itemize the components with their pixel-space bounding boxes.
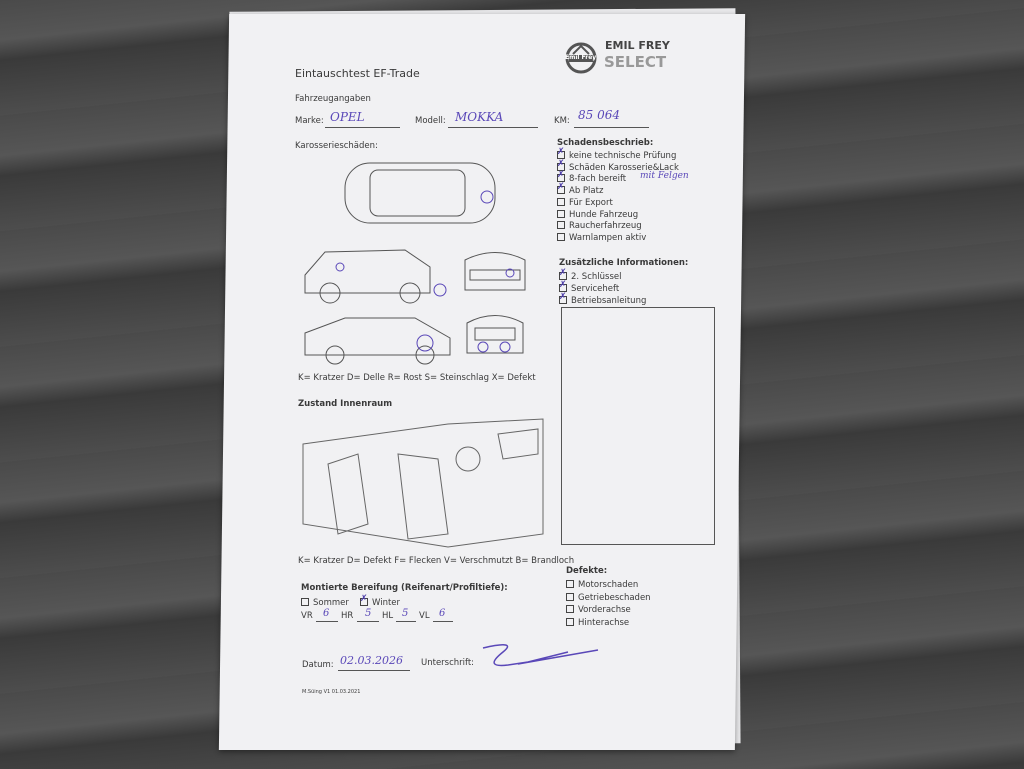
marke-value[interactable]: OPEL [330, 110, 365, 124]
schaden-item[interactable]: 8-fach bereift [557, 170, 627, 185]
schaden-label: Schäden Karosserie&Lack [569, 162, 679, 173]
fahrzeug-heading: Fahrzeugangaben [295, 94, 371, 104]
innenraum-legend: K= Kratzer D= Defekt F= Flecken V= Versc… [298, 556, 575, 566]
schaden-item[interactable]: Ab Platz [557, 182, 604, 197]
form-title: Eintauschtest EF-Trade [295, 67, 420, 80]
car-body-diagram [304, 162, 526, 365]
km-line [574, 127, 649, 128]
marke-label: Marke: [295, 116, 324, 126]
schaden-item[interactable]: Warnlampen aktiv [557, 232, 647, 244]
schaden-label: Ab Platz [569, 186, 604, 197]
schaden-label: 8-fach bereift [569, 174, 627, 185]
km-label: KM: [554, 116, 570, 126]
zusatz-label: 2. Schlüssel [571, 272, 622, 282]
logo-badge-text: Emil Frey [565, 54, 597, 61]
zusatz-checkbox[interactable] [559, 292, 567, 304]
karosserie-heading: Karosserieschäden: [295, 141, 378, 151]
defekte-label: Getriebeschaden [578, 592, 651, 603]
schaden-label: Für Export [569, 197, 613, 208]
schaden-item[interactable]: Hunde Fahrzeug [557, 209, 639, 221]
schaden-checkbox[interactable] [557, 209, 565, 218]
logo-line1: EMIL FREY [605, 39, 670, 52]
datum-line [338, 670, 410, 671]
defekte-checkbox[interactable] [566, 592, 574, 601]
hl-value[interactable]: 5 [402, 608, 409, 619]
hr-label: HR [341, 611, 354, 621]
emil-frey-logo: Emil Frey EMIL FREY SELECT [563, 39, 670, 78]
schaden-heading: Schadensbeschrieb: [557, 138, 654, 148]
footer-version: M.Süing V1 01.03.2021 [302, 689, 361, 695]
vl-label: VL [419, 611, 430, 621]
unterschrift-label: Unterschrift: [421, 658, 475, 668]
zusatz-checkbox[interactable] [559, 268, 567, 280]
marke-line [325, 127, 400, 128]
vl-value[interactable]: 6 [439, 608, 446, 619]
hl-line [396, 621, 416, 622]
modell-label: Modell: [415, 116, 446, 126]
schaden-item[interactable]: Raucherfahrzeug [557, 221, 642, 232]
defekte-checkbox[interactable] [566, 580, 574, 588]
schaden-checkbox[interactable] [557, 182, 565, 195]
schaden-checkbox[interactable] [557, 232, 565, 241]
defekte-item[interactable]: Getriebeschaden [566, 592, 651, 604]
defekte-label: Hinterachse [578, 617, 630, 628]
defekte-heading: Defekte: [566, 566, 608, 576]
emil-frey-badge-icon [565, 42, 597, 74]
km-value[interactable]: 85 064 [578, 108, 620, 122]
zusatz-item[interactable]: Serviceheft [559, 280, 620, 295]
defekte-checkbox[interactable] [566, 617, 574, 626]
signature [482, 644, 599, 667]
vr-line [316, 621, 338, 622]
hr-line [357, 621, 379, 622]
sommer-label: Sommer [313, 598, 349, 608]
zusatz-label: Serviceheft [571, 284, 620, 294]
schaden-note[interactable]: mit Felgen [640, 171, 689, 181]
modell-line [448, 127, 538, 128]
schaden-checkbox[interactable] [557, 197, 565, 206]
schaden-label: Hunde Fahrzeug [569, 209, 639, 220]
bereifung-heading: Montierte Bereifung (Reifenart/Profiltie… [301, 583, 508, 593]
winter-label: Winter [372, 598, 401, 608]
karosserie-legend: K= Kratzer D= Delle R= Rost S= Steinschl… [298, 373, 536, 383]
defekte-label: Motorschaden [578, 580, 639, 590]
hl-label: HL [382, 611, 394, 621]
defekte-label: Vorderachse [578, 605, 631, 615]
interior-diagram [302, 418, 544, 548]
sommer-option[interactable]: Sommer [301, 598, 349, 609]
schaden-item[interactable]: keine technische Prüfung [557, 147, 677, 162]
vr-label: VR [301, 611, 313, 621]
innenraum-heading: Zustand Innenraum [298, 399, 393, 409]
zusatz-heading: Zusätzliche Informationen: [559, 258, 689, 268]
zusatz-item[interactable]: Betriebsanleitung [559, 292, 647, 307]
defekte-checkbox[interactable] [566, 605, 574, 613]
schaden-checkbox[interactable] [557, 221, 565, 230]
winter-checkbox[interactable] [360, 594, 368, 606]
modell-value[interactable]: MOKKA [455, 110, 504, 124]
defekte-item[interactable]: Hinterachse [566, 617, 630, 629]
winter-option[interactable]: Winter [360, 594, 401, 609]
zusatz-item[interactable]: 2. Schlüssel [559, 268, 622, 283]
zusatz-label: Betriebsanleitung [571, 296, 647, 306]
logo-line2: SELECT [604, 53, 667, 71]
hr-value[interactable]: 5 [365, 608, 372, 619]
vr-value[interactable]: 6 [323, 608, 330, 619]
notes-box[interactable] [561, 307, 715, 545]
zusatz-checkbox[interactable] [559, 280, 567, 292]
sommer-checkbox[interactable] [301, 598, 309, 606]
schaden-label: Warnlampen aktiv [569, 232, 647, 243]
datum-label: Datum: [302, 660, 334, 670]
defekte-item[interactable]: Motorschaden [566, 580, 638, 591]
vl-line [433, 621, 453, 622]
datum-value[interactable]: 02.03.2026 [340, 654, 403, 667]
schaden-item[interactable]: Für Export [557, 197, 613, 209]
defekte-item[interactable]: Vorderachse [566, 605, 631, 616]
schaden-label: keine technische Prüfung [569, 151, 677, 161]
schaden-label: Raucherfahrzeug [569, 221, 642, 232]
